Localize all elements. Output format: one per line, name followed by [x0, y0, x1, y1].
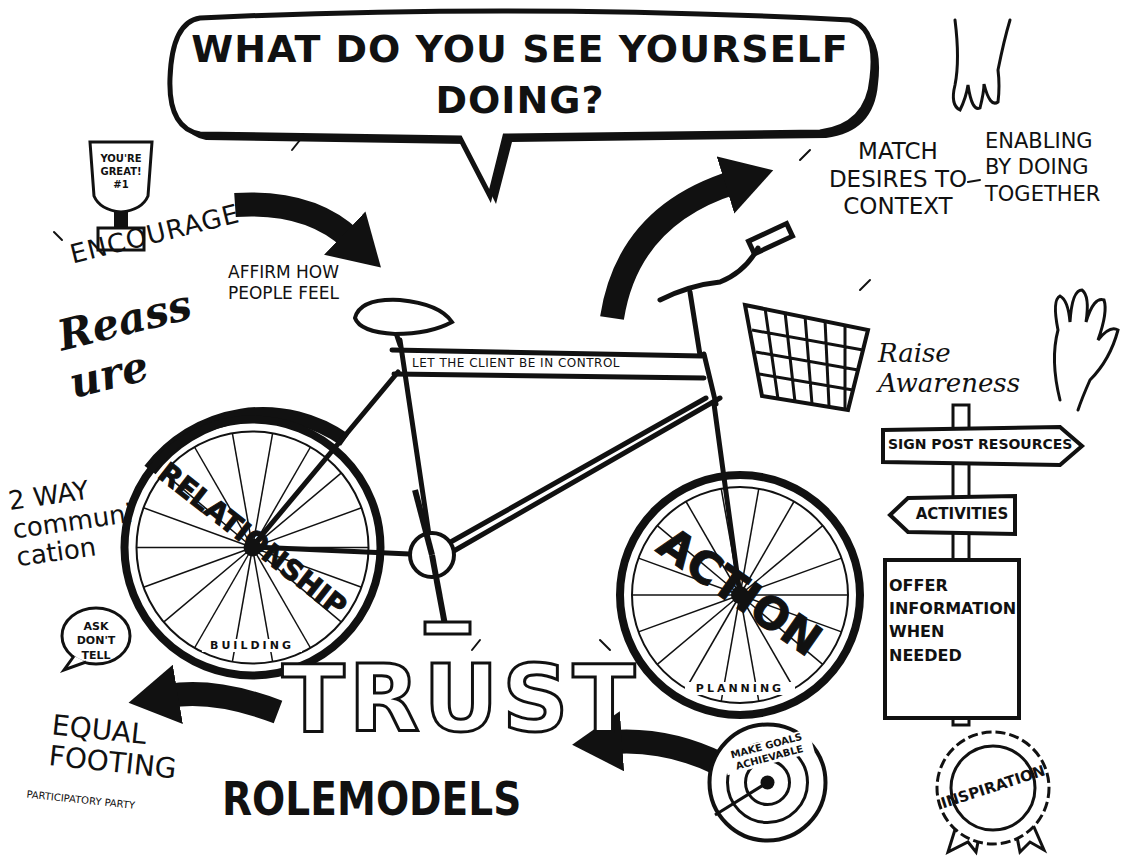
node-text: YOU'RE GREAT! #1: [94, 152, 148, 191]
practice-label: AFFIRM HOW PEOPLE FEEL: [228, 262, 358, 305]
practice-label: ENABLING BY DOING TOGETHER: [985, 128, 1125, 207]
practice-label: Raise Awareness: [878, 338, 1068, 398]
node-text: OFFER INFORMATION WHEN NEEDED: [889, 574, 1017, 667]
wheel-spoke: [195, 548, 253, 649]
bike-basket: [745, 305, 868, 410]
dart: [715, 784, 765, 815]
cycle-arrow: [235, 204, 352, 240]
bike-saddle: [355, 300, 452, 334]
wheel-spoke: [144, 548, 253, 588]
top-tube: [394, 374, 704, 378]
hand-down: [953, 20, 1010, 110]
bullseye: [761, 776, 775, 790]
tick: [292, 140, 300, 150]
node-text: ACTION: [639, 510, 840, 672]
node-text: ACTIVITIES: [910, 505, 1014, 523]
top-tube: [392, 350, 702, 356]
rim: [137, 432, 369, 664]
stem: [690, 292, 700, 355]
bubble-outline: [170, 11, 873, 196]
target: MAKE GOALS ACHIEVABLE: [705, 720, 830, 845]
tyre: [620, 475, 860, 715]
sketch-ticks: [54, 105, 980, 650]
tyre: [125, 420, 381, 676]
speech-bubble: WHAT DO YOU SEE YOURSELF DOING?: [160, 8, 880, 208]
practice-label: EQUAL FOOTING: [47, 710, 203, 787]
practice-label: 2 WAY communication: [7, 470, 143, 572]
tick: [860, 280, 870, 290]
cycle-arrow: [168, 694, 278, 712]
crank-arm: [415, 490, 432, 555]
rosette: INSPIRATION: [918, 730, 1068, 852]
rim: [632, 487, 848, 703]
hand-up: [1054, 290, 1118, 410]
node-text: ASK DON'T TELL: [70, 620, 122, 663]
sign-board-outline: [890, 496, 1015, 534]
practice-label: ENCOURAGE: [67, 197, 249, 270]
handlebar: [660, 248, 758, 300]
tick: [968, 180, 980, 182]
practice-label: PARTICIPATORY PARTY: [26, 789, 206, 819]
front-wheel: ACTION PLANNING: [615, 470, 865, 720]
sign-board: OFFER INFORMATION WHEN NEEDED: [883, 558, 1021, 720]
cycle-arrow: [612, 182, 735, 318]
basket-outline: [745, 305, 868, 410]
rosette-petals: [937, 732, 1049, 844]
sign-board-outline: [883, 427, 1082, 465]
bubble-outline: [62, 608, 130, 664]
frame-label: LET THE CLIENT BE IN CONTROL: [412, 356, 697, 370]
tick: [800, 150, 810, 160]
trophy-cup: [90, 142, 152, 212]
sign-board-outline: [885, 560, 1019, 718]
crank-arm: [432, 555, 445, 625]
tick: [54, 232, 62, 240]
basket-mesh: [752, 308, 863, 408]
node-text: SIGN POST RESOURCES: [888, 436, 1066, 452]
rear-wheel: RELATIONSHIPBUILDING: [120, 415, 385, 680]
handlebar-grip: [748, 223, 792, 253]
speech-bubble-small: ASK DON'T TELL: [60, 606, 132, 668]
practice-label: Reassure: [53, 274, 232, 408]
head-tube: [704, 354, 716, 404]
sign-board: ACTIVITIES: [888, 494, 1018, 536]
pedal: [425, 622, 470, 634]
node-subtext: PLANNING: [685, 682, 795, 695]
practice-label: ROLEMODELS: [222, 772, 528, 826]
key-word: TRUST: [282, 646, 652, 753]
target-ring: [710, 725, 826, 841]
practice-label: MATCH DESIRES TO CONTEXT: [818, 138, 978, 221]
wheel-spoke: [164, 548, 253, 623]
helping-hands: [953, 20, 1118, 410]
sign-board: SIGN POST RESOURCES: [880, 424, 1085, 468]
node-text: WHAT DO YOU SEE YOURSELF DOING?: [180, 24, 860, 127]
node-text: RELATIONSHIP: [146, 451, 359, 628]
